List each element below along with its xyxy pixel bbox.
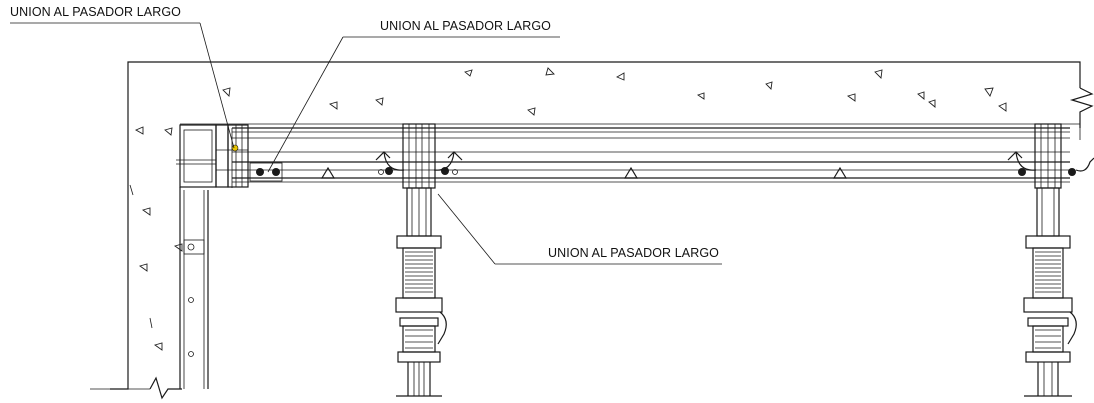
main-beam bbox=[231, 127, 1070, 188]
left-vertical-post bbox=[179, 187, 209, 389]
callout-label-3: UNION AL PASADOR LARGO bbox=[548, 246, 719, 260]
beam-markers bbox=[320, 166, 848, 179]
prop-1 bbox=[375, 123, 463, 397]
concrete-slab-outline bbox=[90, 61, 1094, 400]
concrete-aggregate-marks bbox=[129, 67, 1007, 351]
callout-label-1: UNION AL PASADOR LARGO bbox=[10, 5, 181, 19]
callout-label-2: UNION AL PASADOR LARGO bbox=[380, 19, 551, 33]
left-wall-connector bbox=[176, 124, 283, 188]
prop-2 bbox=[1007, 123, 1094, 397]
callout-leaders bbox=[10, 22, 722, 265]
